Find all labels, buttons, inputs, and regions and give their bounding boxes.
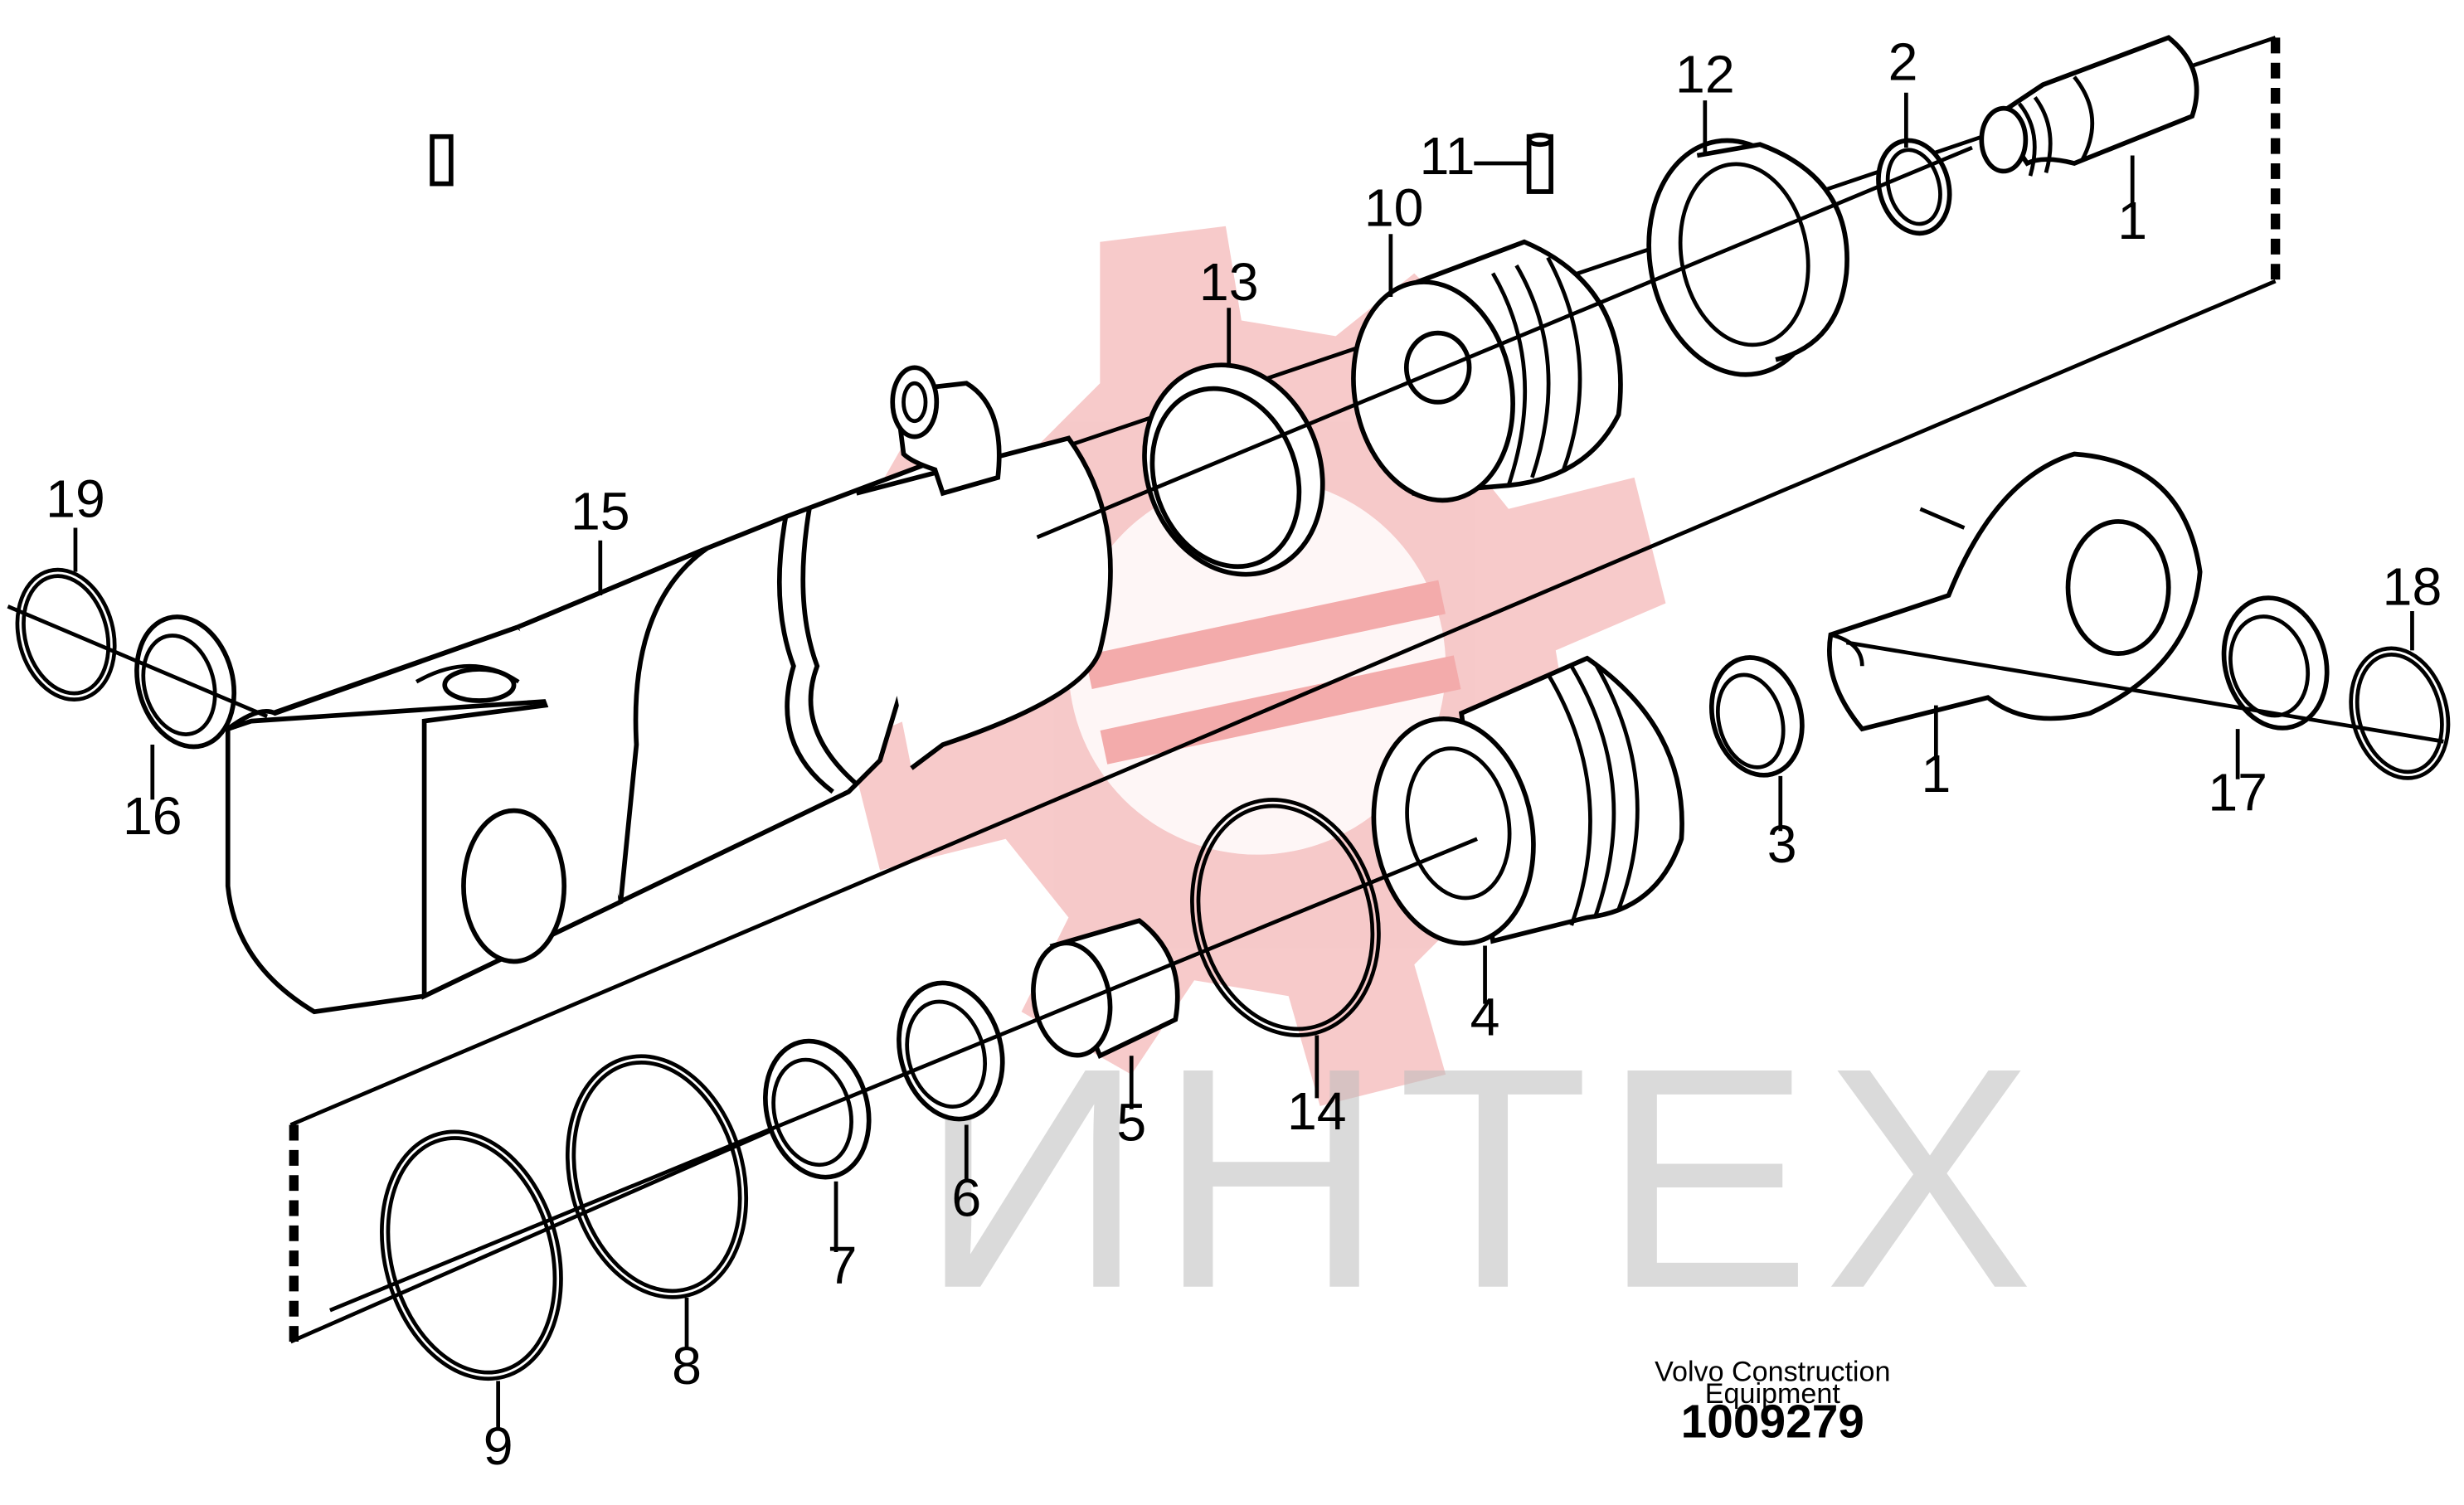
part-12-cylinder-head	[1646, 138, 1849, 377]
leader-lines	[73, 92, 2414, 1429]
part-10-piston	[1351, 239, 1623, 503]
part-18-retaining-ring	[2349, 646, 2451, 780]
part-9-o-ring	[380, 1129, 563, 1381]
part-15-cylinder-tube	[225, 365, 1113, 1015]
callout-15: 15	[571, 481, 630, 541]
callout-7: 7	[828, 1236, 858, 1295]
callout-8: 8	[672, 1336, 702, 1396]
callout-2: 2	[1888, 32, 1918, 92]
callout-9: 9	[484, 1416, 513, 1476]
callout-5: 5	[1116, 1093, 1146, 1153]
callout-6: 6	[951, 1168, 981, 1227]
callout-3: 3	[1767, 814, 1797, 874]
part-11-set-screw	[430, 133, 1553, 194]
part-3-bushing	[1708, 655, 1805, 778]
callout-1-upper: 1	[2117, 191, 2147, 250]
assembly-axes	[7, 145, 2444, 1313]
callouts: 1 1 2 3 4 5 6 7 8 9 10 11 12 13 14 15 16…	[46, 32, 2442, 1476]
credit-line-2: Equipment	[1705, 1378, 1841, 1410]
part-1-piston-rod-upper	[1979, 35, 2199, 177]
callout-17: 17	[2208, 763, 2267, 823]
part-19-retaining-ring	[15, 567, 117, 702]
drawing-number: 1009279	[1681, 1396, 1864, 1449]
callout-12: 12	[1675, 45, 1735, 104]
watermark-text: ИНТЕХ	[919, 1003, 2046, 1354]
part-14-o-ring	[1190, 798, 1381, 1037]
callout-10: 10	[1364, 178, 1424, 238]
part-4-gland	[1371, 655, 1684, 946]
credit-block: Volvo Construction Equipment 1009279	[1655, 1356, 1890, 1448]
part-1-rod-eye-lower	[1826, 451, 2203, 732]
callout-4: 4	[1470, 988, 1500, 1047]
callout-11: 11	[1420, 126, 1475, 186]
callout-16: 16	[123, 786, 182, 846]
part-6-seal	[897, 980, 1005, 1122]
part-13-guide-ring	[1142, 362, 1325, 577]
part-8-o-ring	[565, 1054, 749, 1299]
callout-18: 18	[2383, 556, 2442, 616]
callout-14: 14	[1287, 1081, 1347, 1141]
callout-13: 13	[1199, 252, 1259, 312]
callout-1-lower: 1	[1921, 744, 1951, 803]
callout-19: 19	[46, 468, 105, 528]
part-17-bushing	[2221, 595, 2330, 731]
credit-line-1: Volvo Construction	[1655, 1356, 1890, 1387]
